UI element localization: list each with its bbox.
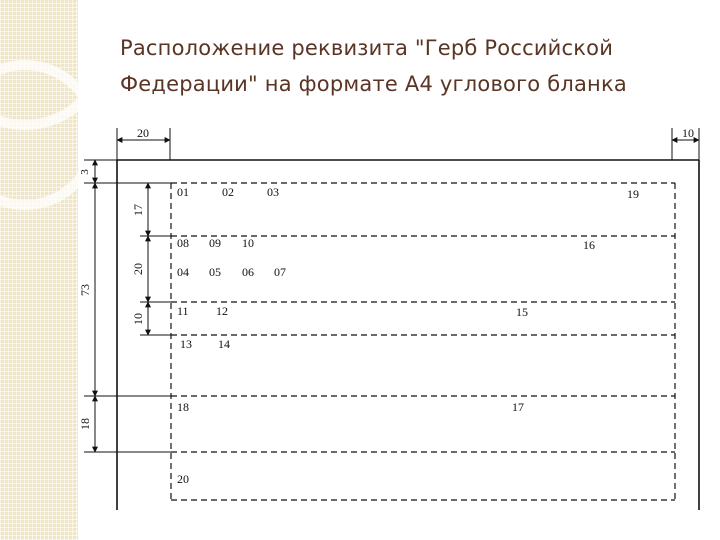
field-07: 07: [274, 265, 286, 279]
dim-label-zone-c: 10: [131, 313, 145, 325]
field-14: 14: [218, 337, 230, 351]
dim-label-zone-a: 17: [131, 204, 145, 216]
decorative-side-strip: [0, 0, 78, 540]
field-06: 06: [242, 265, 254, 279]
dim-label-zone-b: 20: [131, 263, 145, 275]
field-08: 08: [177, 236, 189, 250]
vertical-dimensions: [84, 159, 171, 453]
field-numbers: 01 02 03 19 08 09 10 16 04 05 06 07 11 1…: [177, 185, 639, 486]
field-01: 01: [177, 185, 189, 199]
field-03: 03: [267, 185, 279, 199]
field-15: 15: [516, 305, 528, 319]
dim-label-top-gap: 3: [79, 169, 91, 175]
field-11: 11: [177, 304, 189, 318]
slide-title: Расположение реквизита "Герб Российской …: [120, 30, 700, 102]
field-17: 17: [512, 400, 524, 414]
title-line-1: Расположение реквизита "Герб Российской: [120, 36, 614, 60]
field-04: 04: [177, 265, 189, 279]
swirl-ornament-bottom: [0, 60, 78, 210]
dashed-field-grid: [170, 182, 676, 501]
field-10: 10: [242, 236, 254, 250]
dim-label-right-margin: 10: [682, 126, 694, 140]
field-20: 20: [177, 472, 189, 486]
field-13: 13: [180, 337, 192, 351]
title-line-2: Федерации" на формате А4 углового бланка: [120, 72, 627, 96]
field-02: 02: [222, 185, 234, 199]
dimension-right-margin: 10: [671, 126, 700, 160]
field-05: 05: [209, 265, 221, 279]
field-16: 16: [583, 238, 595, 252]
field-19: 19: [627, 187, 639, 201]
dimension-left-margin: 20: [116, 126, 171, 160]
dim-label-left-margin: 20: [137, 126, 149, 140]
dim-label-lower-zone: 18: [78, 418, 92, 430]
field-09: 09: [209, 236, 221, 250]
dim-label-total: 73: [78, 284, 92, 296]
field-12: 12: [216, 304, 228, 318]
field-18: 18: [177, 400, 189, 414]
